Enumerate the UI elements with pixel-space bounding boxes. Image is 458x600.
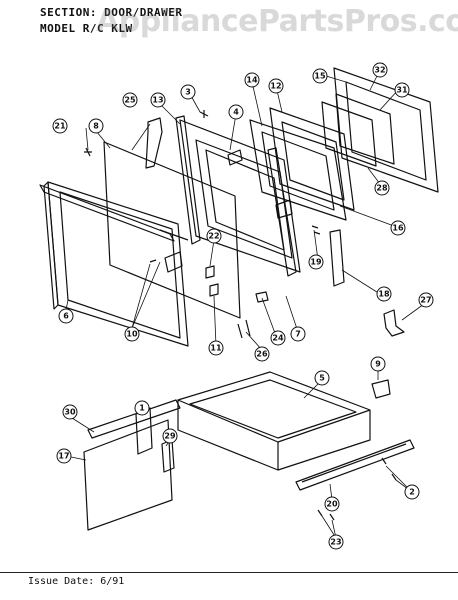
- callout-22: 22: [206, 228, 222, 244]
- callout-19: 19: [308, 254, 324, 270]
- svg-text:19: 19: [310, 258, 322, 267]
- svg-text:21: 21: [54, 122, 66, 131]
- callout-5: 5: [314, 370, 330, 386]
- latch-part: [383, 309, 405, 337]
- vent-strip-part: [329, 229, 345, 287]
- svg-text:28: 28: [376, 184, 388, 193]
- knob-part: [371, 379, 391, 399]
- svg-text:2: 2: [409, 488, 415, 497]
- callout-10: 10: [124, 326, 140, 342]
- inner-door-panel-part: [179, 119, 301, 273]
- svg-text:17: 17: [58, 452, 69, 461]
- svg-text:14: 14: [246, 76, 258, 85]
- svg-text:30: 30: [64, 408, 76, 417]
- callout-9: 9: [370, 356, 386, 372]
- callout-18: 18: [376, 286, 392, 302]
- svg-text:16: 16: [392, 224, 404, 233]
- door-frame-part: [39, 181, 189, 347]
- callout-4: 4: [228, 104, 244, 120]
- screws-part-23: [317, 509, 335, 521]
- svg-text:10: 10: [126, 330, 138, 339]
- callout-markers: 1 2 3 4 5 6 7 8 9 10 11 12 13 14 15 16 1…: [52, 62, 434, 550]
- drawer-box-part: [177, 371, 371, 471]
- callout-13: 13: [150, 92, 166, 108]
- callout-14: 14: [244, 72, 260, 88]
- svg-text:9: 9: [375, 360, 381, 369]
- callout-8: 8: [88, 118, 104, 134]
- svg-text:24: 24: [272, 334, 284, 343]
- svg-text:7: 7: [295, 330, 301, 339]
- svg-text:25: 25: [124, 96, 136, 105]
- callout-31: 31: [394, 82, 410, 98]
- screw-part: [199, 110, 209, 118]
- insulation-panel-part: [249, 119, 347, 221]
- svg-text:31: 31: [396, 86, 408, 95]
- footer-divider: [0, 572, 458, 573]
- screw-part-21: [84, 147, 92, 157]
- callout-1: 1: [134, 400, 150, 416]
- callout-7: 7: [290, 326, 306, 342]
- side-channel-part: [175, 115, 297, 277]
- svg-text:18: 18: [378, 290, 390, 299]
- callout-15: 15: [312, 68, 328, 84]
- svg-text:3: 3: [185, 88, 191, 97]
- svg-text:15: 15: [314, 72, 326, 81]
- callout-29: 29: [162, 428, 178, 444]
- callout-26: 26: [254, 346, 270, 362]
- watermark: AppliancePartsPros.com: [96, 4, 458, 39]
- callout-30: 30: [62, 404, 78, 420]
- screws-part-2: [381, 457, 397, 481]
- callout-21: 21: [52, 118, 68, 134]
- svg-text:4: 4: [233, 108, 239, 117]
- callout-6: 6: [58, 308, 74, 324]
- callout-27: 27: [418, 292, 434, 308]
- model-title: MODEL R/C KLW: [40, 22, 133, 35]
- callout-11: 11: [208, 340, 224, 356]
- outer-glass-assembly-part: [321, 67, 439, 193]
- svg-text:20: 20: [326, 500, 338, 509]
- callout-28: 28: [374, 180, 390, 196]
- callout-23: 23: [328, 534, 344, 550]
- pin-part-26: [237, 319, 251, 339]
- bracket-part: [161, 439, 175, 473]
- issue-date: Issue Date: 6/91: [28, 576, 125, 587]
- callout-25: 25: [122, 92, 138, 108]
- callout-20: 20: [324, 496, 340, 512]
- svg-text:26: 26: [256, 350, 268, 359]
- svg-text:23: 23: [330, 538, 341, 547]
- callout-2: 2: [404, 484, 420, 500]
- drawer-front-part: [83, 419, 173, 531]
- svg-text:29: 29: [164, 432, 176, 441]
- clip-part-24: [255, 291, 269, 303]
- hinge-part: [145, 117, 163, 169]
- section-title: SECTION: DOOR/DRAWER: [40, 6, 183, 19]
- callout-17: 17: [56, 448, 72, 464]
- clip-part-11: [209, 283, 219, 297]
- callout-32: 32: [372, 62, 388, 78]
- svg-text:6: 6: [63, 312, 69, 321]
- drawer-slide-part: [295, 439, 415, 491]
- svg-text:11: 11: [210, 344, 222, 353]
- svg-text:32: 32: [374, 66, 385, 75]
- svg-text:5: 5: [319, 374, 325, 383]
- svg-text:12: 12: [270, 82, 281, 91]
- door-glass-part: [103, 141, 241, 319]
- callout-16: 16: [390, 220, 406, 236]
- svg-text:1: 1: [139, 404, 145, 413]
- window-frame-part: [269, 107, 355, 211]
- callout-12: 12: [268, 78, 284, 94]
- svg-text:8: 8: [93, 122, 99, 131]
- svg-text:13: 13: [152, 96, 163, 105]
- clip-part-22: [205, 265, 215, 279]
- callout-3: 3: [180, 84, 196, 100]
- svg-text:27: 27: [420, 296, 431, 305]
- svg-text:22: 22: [208, 232, 219, 241]
- callout-24: 24: [270, 330, 286, 346]
